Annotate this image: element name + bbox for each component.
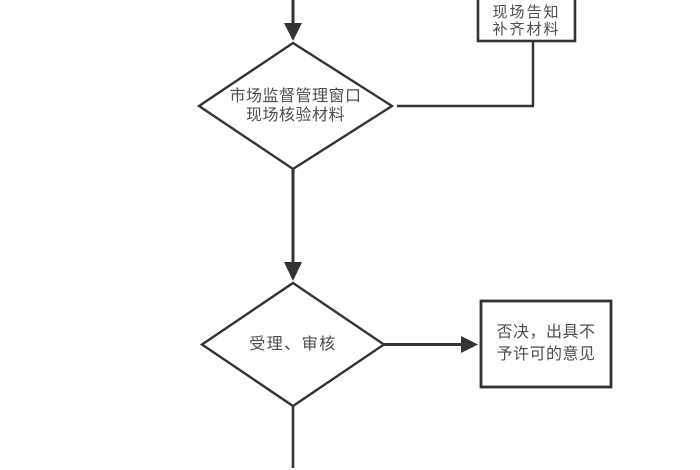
process-notify-box	[476, 0, 577, 43]
process-reject-box	[479, 299, 613, 389]
arrowhead-right-icon	[461, 336, 478, 353]
arrowhead-down-icon	[284, 262, 302, 281]
decision-verify-diamond	[196, 41, 395, 171]
decision-review-diamond	[199, 281, 387, 408]
arrowhead-down-icon	[284, 23, 302, 41]
connector-notify-elbow	[397, 41, 535, 108]
